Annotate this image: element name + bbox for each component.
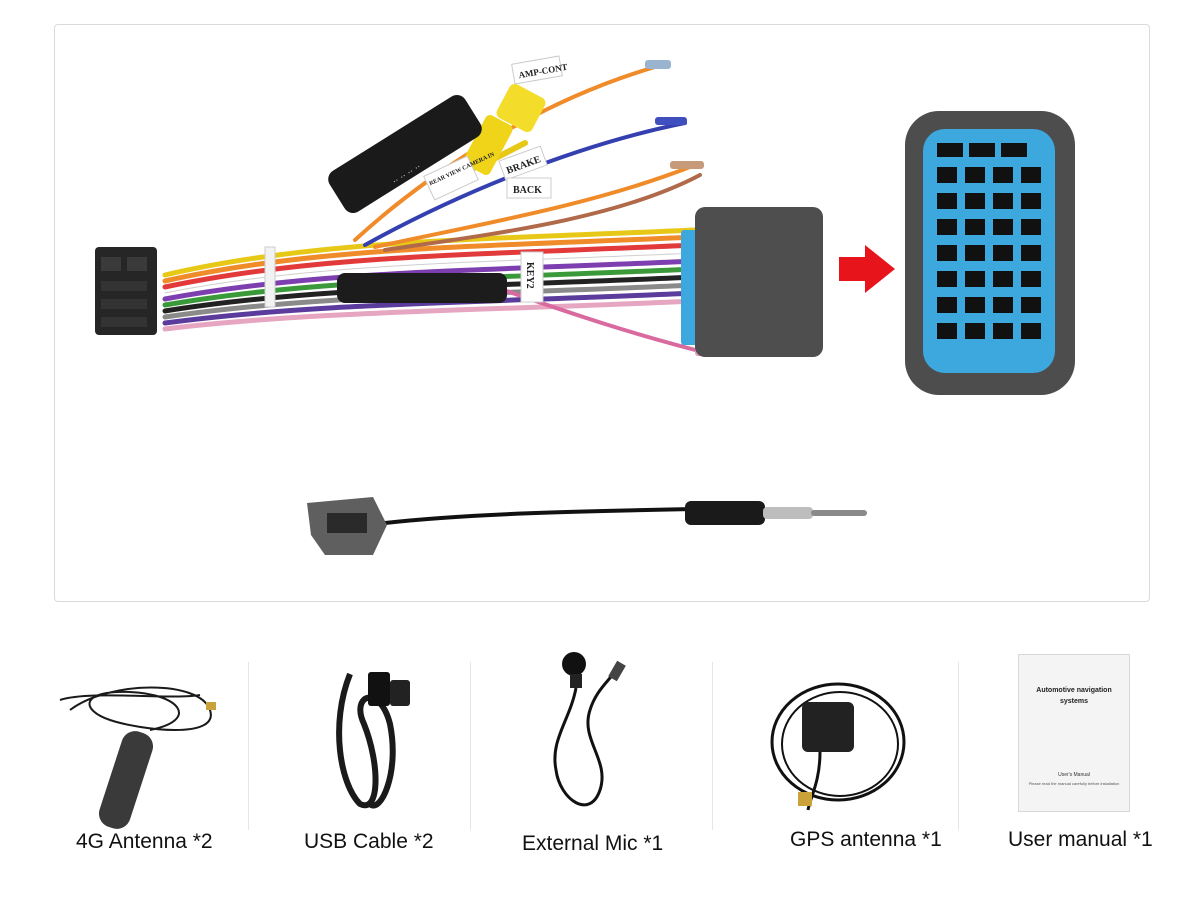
red-arrow-icon [839, 245, 895, 293]
manual-title-line1: Automotive navigation [1036, 687, 1112, 694]
svg-text:BACK: BACK [513, 185, 542, 196]
accessory-label-usb-cable: USB Cable *2 [304, 830, 434, 853]
external-mic-photo [553, 652, 626, 807]
rca-camera-connector [463, 83, 546, 176]
accessory-label-4g-antenna: 4G Antenna *2 [76, 830, 213, 853]
manual-footer-note: Please read the manual carefully before … [1028, 781, 1120, 786]
inline-cylinder [337, 273, 507, 303]
back-tip [670, 161, 704, 169]
manual-footer-title: User's Manual [1058, 772, 1090, 778]
accessory-label-external-mic: External Mic *1 [522, 832, 664, 855]
antenna-adapter-cable [307, 497, 867, 555]
manual-title-line2: systems [1059, 698, 1089, 705]
tag-key2: KEY2 [520, 251, 544, 303]
usb-cable-photo [336, 672, 410, 809]
accessory-label-gps-antenna: GPS antenna *1 [790, 828, 942, 851]
gps-antenna-photo [770, 682, 906, 811]
harness-panel: ·· ·· ·· ·· AMP-CONT BRAKE BACK [54, 24, 1150, 602]
tag-amp-cont: AMP-CONT [511, 55, 568, 85]
divider [248, 662, 249, 830]
iso-plug-left [95, 247, 157, 335]
divider [958, 662, 959, 830]
cable-tie [264, 246, 276, 308]
tag-back: BACK [506, 177, 552, 199]
divider [470, 662, 471, 830]
brake-tip [655, 117, 687, 125]
svg-text:KEY2: KEY2 [524, 262, 535, 289]
user-manual-photo: Automotive navigation systems User's Man… [1018, 654, 1130, 812]
foam-sleeve [695, 207, 823, 357]
amp-cont-tip [645, 60, 671, 69]
harness-photo: ·· ·· ·· ·· AMP-CONT BRAKE BACK [95, 55, 1075, 555]
4g-antenna-photo [59, 686, 216, 829]
divider [712, 662, 713, 830]
accessory-label-user-manual: User manual *1 [1008, 828, 1153, 851]
connector-closeup [905, 111, 1075, 395]
